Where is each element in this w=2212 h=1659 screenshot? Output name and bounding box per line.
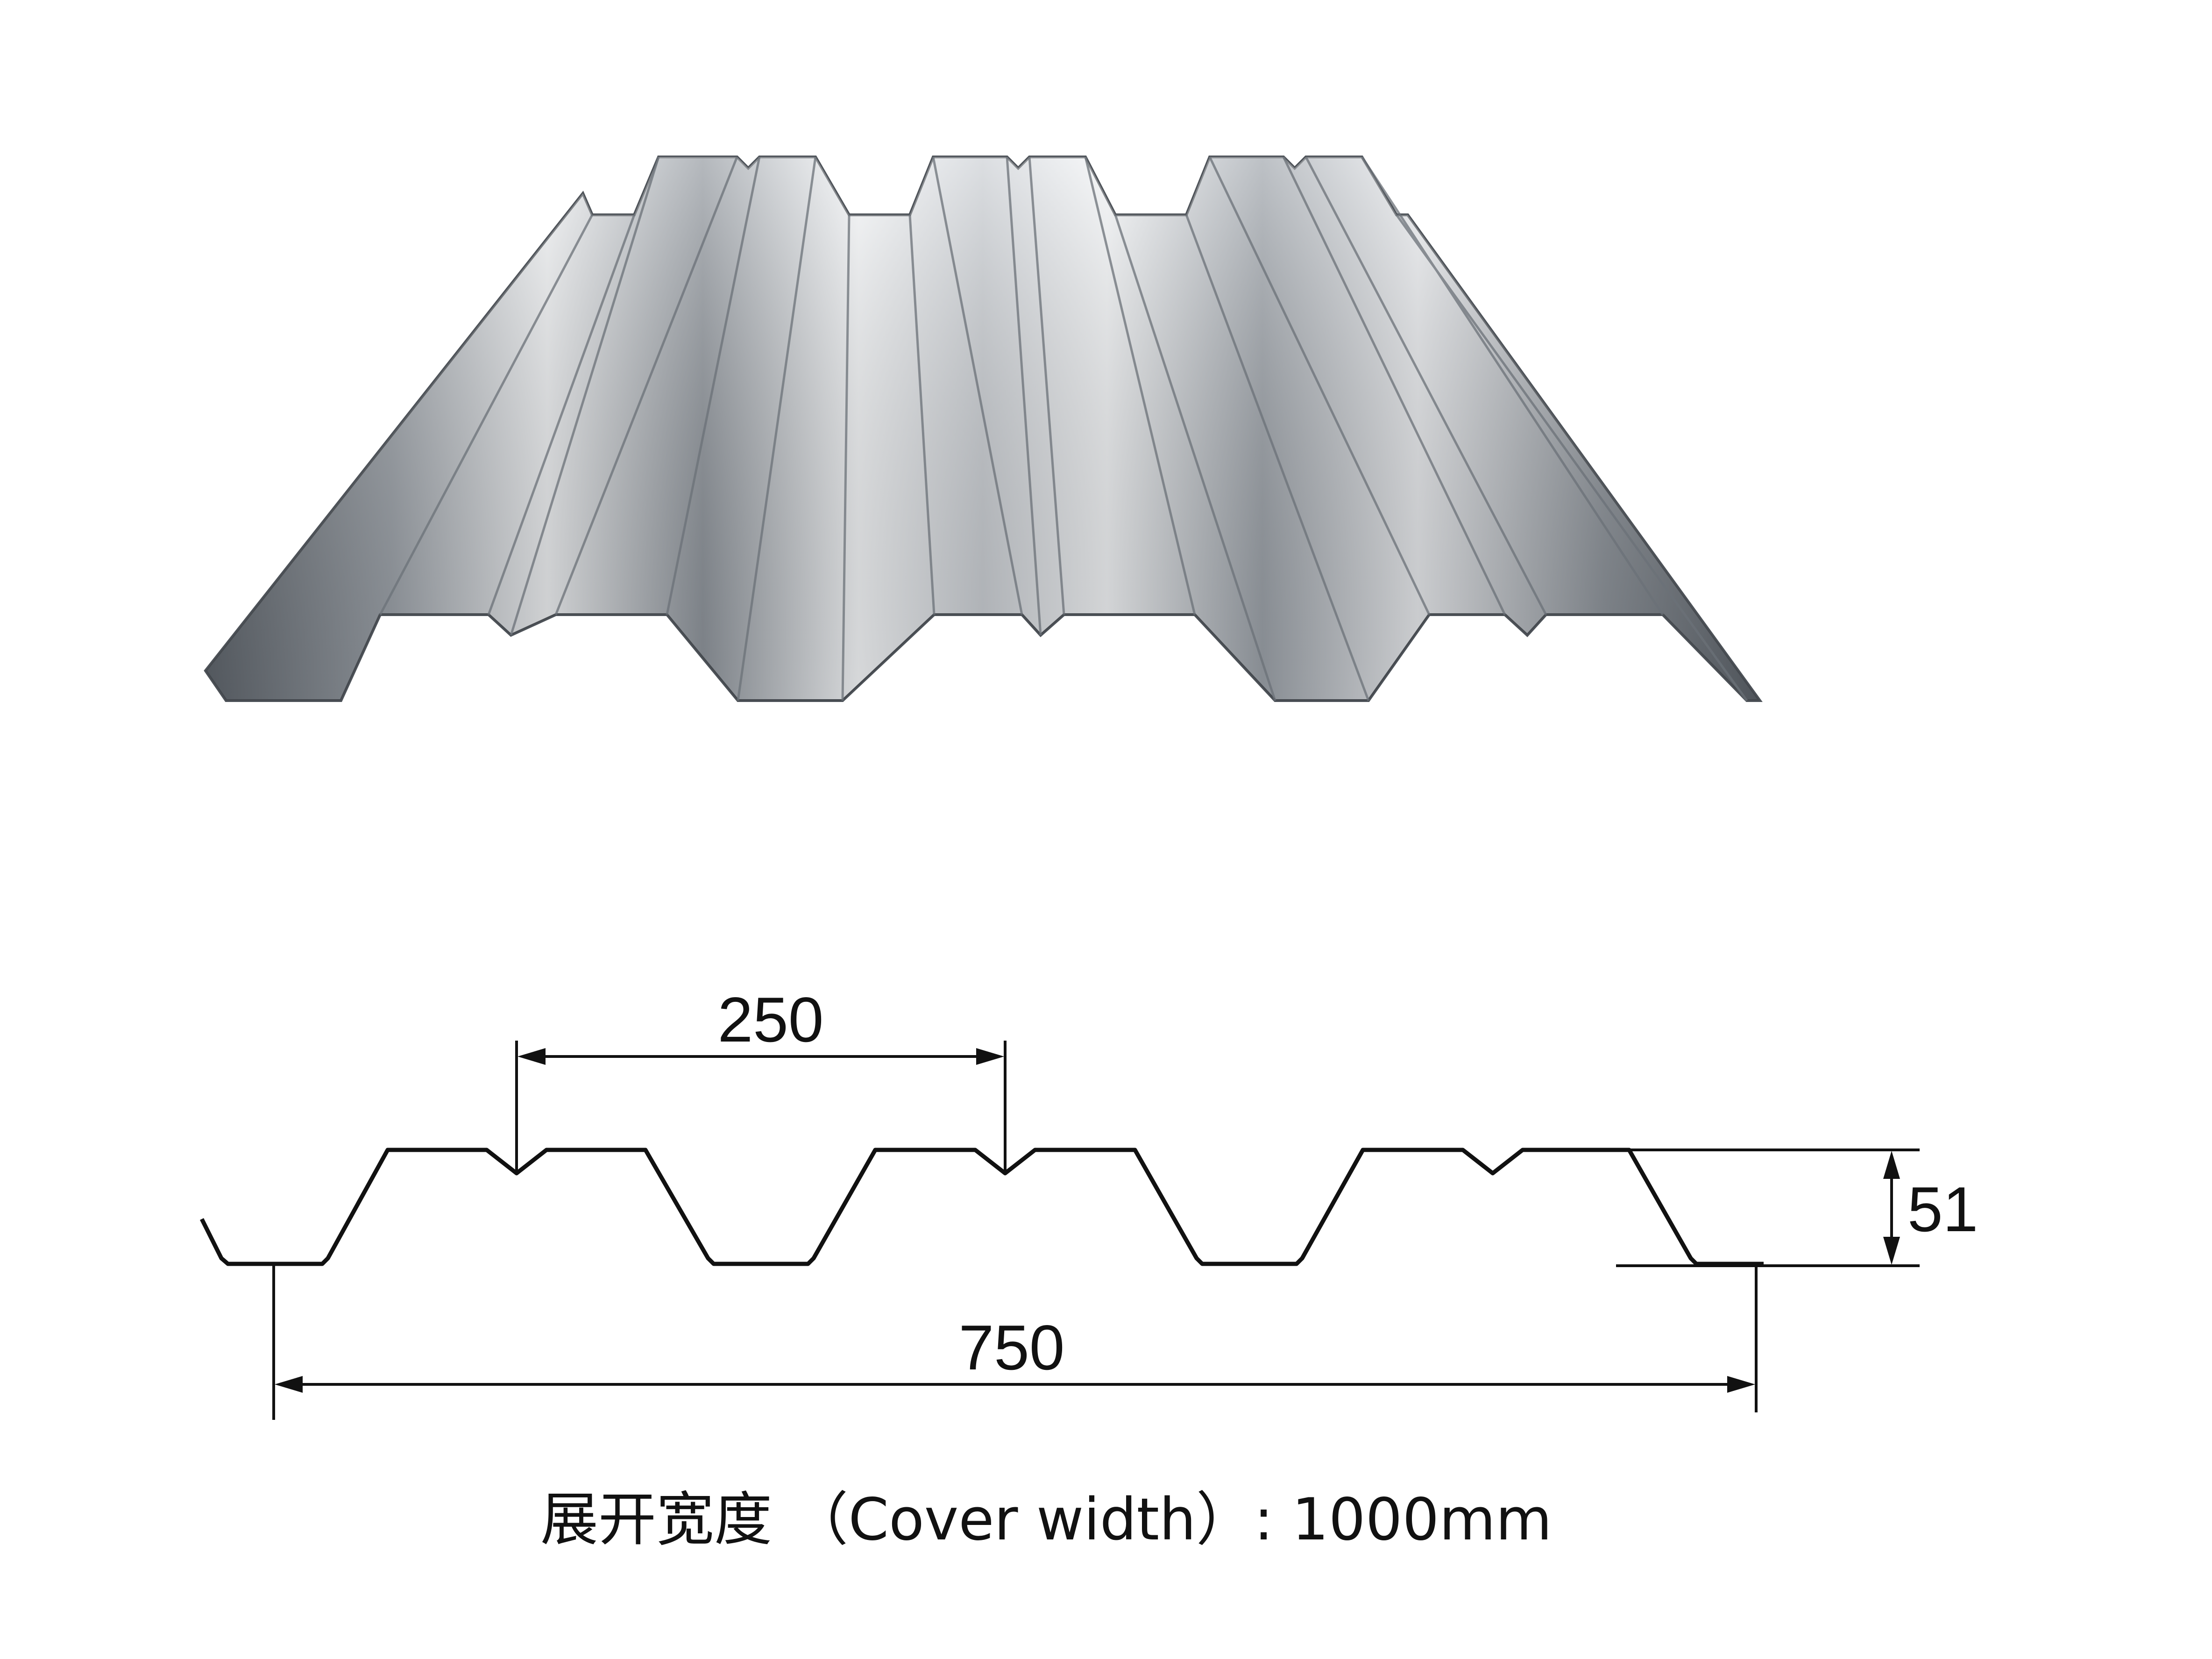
dimension-lines xyxy=(272,1041,1920,1420)
deck-sheet-shading xyxy=(206,157,1760,701)
height-arrow-bottom xyxy=(1883,1237,1900,1265)
width-arrow-left xyxy=(275,1376,303,1393)
cover-width-caption: 展开宽度 （Cover width）: 1000mm xyxy=(540,1486,1552,1553)
profile-line xyxy=(199,1148,1764,1266)
deck-sheet-illustration xyxy=(204,156,1763,702)
width-label: 750 xyxy=(959,1312,1065,1383)
height-label: 51 xyxy=(1907,1174,1978,1245)
deck-sheet-fold-lines xyxy=(379,156,1748,702)
pitch-arrow-right xyxy=(976,1048,1004,1065)
cross-section-profile xyxy=(199,1148,1764,1266)
width-arrow-right xyxy=(1727,1376,1755,1393)
pitch-arrow-left xyxy=(518,1048,546,1065)
height-arrow-top xyxy=(1883,1151,1900,1179)
pitch-label: 250 xyxy=(718,984,824,1055)
